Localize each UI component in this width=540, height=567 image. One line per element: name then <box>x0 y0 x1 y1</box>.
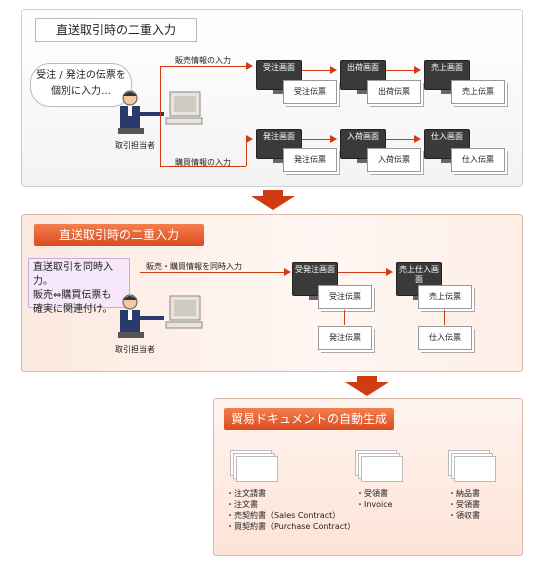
flow-arrow <box>302 70 330 71</box>
document-list: ・受領書 ・Invoice <box>356 488 393 510</box>
bubble-line: 受注 / 発注の伝票を <box>36 70 126 81</box>
bubble-line: 販売⇔購買伝票も <box>33 290 112 301</box>
document-slip: 発注伝票 <box>283 148 337 172</box>
screen-label: 出荷画面 <box>347 63 379 72</box>
flow-arrow <box>386 139 414 140</box>
bubble-line: 確実に関連付け。 <box>33 304 113 315</box>
document-slip: 売上伝票 <box>451 80 505 104</box>
screen-monitor: 売上画面 <box>424 60 470 94</box>
document-slip: 受注伝票 <box>283 80 337 104</box>
document-stack-icon <box>230 450 278 482</box>
branch-line <box>160 166 246 167</box>
screen-label: 売上画面 <box>431 63 463 72</box>
document-slip: 仕入伝票 <box>418 326 472 350</box>
branch-line <box>246 139 247 166</box>
down-arrow-icon <box>357 376 377 382</box>
list-item: ・買契約書（Purchase Contract） <box>226 522 356 531</box>
down-arrow-icon <box>345 382 389 396</box>
document-list: ・注文請書 ・注文書 ・売契約書（Sales Contract） ・買契約書（P… <box>226 488 355 532</box>
screen-label: 発注画面 <box>263 132 295 141</box>
document-list: ・納品書 ・受領書 ・領収書 <box>448 488 480 521</box>
down-arrow-icon <box>251 196 295 210</box>
list-item: ・領収書 <box>448 511 480 520</box>
flow-arrow <box>302 139 330 140</box>
arrow-icon <box>330 66 337 74</box>
flow-arrow <box>386 70 414 71</box>
arrow-icon <box>386 268 393 276</box>
sales-input-label: 販売情報の入力 <box>175 56 231 65</box>
screen-label: 売上仕入画面 <box>399 265 439 284</box>
down-arrow-icon <box>263 190 283 196</box>
document-slip: 仕入伝票 <box>451 148 505 172</box>
list-item: ・注文書 <box>226 500 258 509</box>
document-slip: 入荷伝票 <box>367 148 421 172</box>
section1-title: 直送取引時の二重入力 <box>35 18 197 42</box>
document-stack-icon <box>355 450 403 482</box>
link-line <box>344 310 345 325</box>
arrow-icon <box>414 66 421 74</box>
flow-arrow <box>338 272 386 273</box>
list-item: ・受領書 <box>356 489 388 498</box>
section3-title: 貿易ドキュメントの自動生成 <box>224 408 394 430</box>
arrow-icon <box>246 62 253 70</box>
simultaneous-input-label: 販売・購買情報を同時入力 <box>146 262 242 271</box>
link-line <box>444 310 445 325</box>
list-item: ・Invoice <box>356 500 393 509</box>
list-item: ・受領書 <box>448 500 480 509</box>
list-item: ・納品書 <box>448 489 480 498</box>
speech-bubble: 直送取引を同時入力。 販売⇔購買伝票も 確実に関連付け。 <box>28 258 130 315</box>
arrow-icon <box>414 135 421 143</box>
person-at-computer-icon <box>118 294 203 338</box>
person-at-computer-icon <box>118 90 203 134</box>
arrow-icon <box>246 135 253 143</box>
branch-line <box>160 66 246 67</box>
arrow-icon <box>330 135 337 143</box>
branch-line <box>160 66 161 166</box>
screen-label: 入荷画面 <box>347 132 379 141</box>
screen-label: 受注画面 <box>263 63 295 72</box>
document-stack-icon <box>448 450 496 482</box>
arrow-icon <box>284 268 291 276</box>
section2-title: 直送取引時の二重入力 <box>34 224 204 246</box>
document-slip: 受注伝票 <box>318 285 372 309</box>
purchase-input-label: 購買情報の入力 <box>175 158 231 167</box>
bubble-line: 直送取引を同時入力。 <box>33 262 113 287</box>
list-item: ・注文請書 <box>226 489 266 498</box>
document-slip: 出荷伝票 <box>367 80 421 104</box>
speech-bubble: 受注 / 発注の伝票を 個別に入力… <box>30 63 132 107</box>
screen-label: 仕入画面 <box>431 132 463 141</box>
flow-arrow <box>140 272 284 273</box>
document-slip: 発注伝票 <box>318 326 372 350</box>
person-label: 取引担当者 <box>115 345 155 354</box>
person-label: 取引担当者 <box>115 141 155 150</box>
list-item: ・売契約書（Sales Contract） <box>226 511 341 520</box>
document-slip: 売上伝票 <box>418 285 472 309</box>
screen-label: 受発注画面 <box>295 265 335 274</box>
bubble-line: 個別に入力… <box>51 86 111 97</box>
